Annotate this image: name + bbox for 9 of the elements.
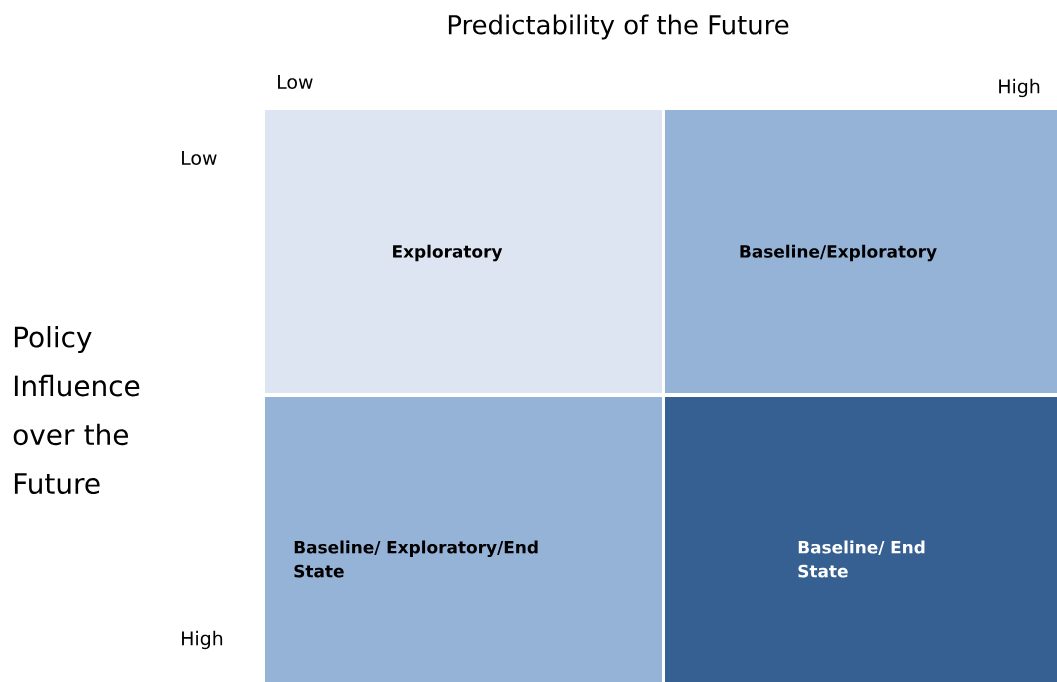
quadrant-box: Baseline/ Exploratory/End State — [265, 397, 662, 682]
quadrant-box: Exploratory — [265, 110, 662, 393]
quadrant-box: Baseline/Exploratory — [665, 110, 1057, 393]
axis-label: Policy Influence over the Future — [13, 326, 140, 494]
scale-label: Low — [182, 150, 217, 166]
quadrant-box: Baseline/ End State — [665, 397, 1057, 682]
scale-label: High — [182, 630, 223, 650]
scale-label: Low — [278, 74, 313, 90]
title: Predictability of the Future — [448, 14, 789, 40]
